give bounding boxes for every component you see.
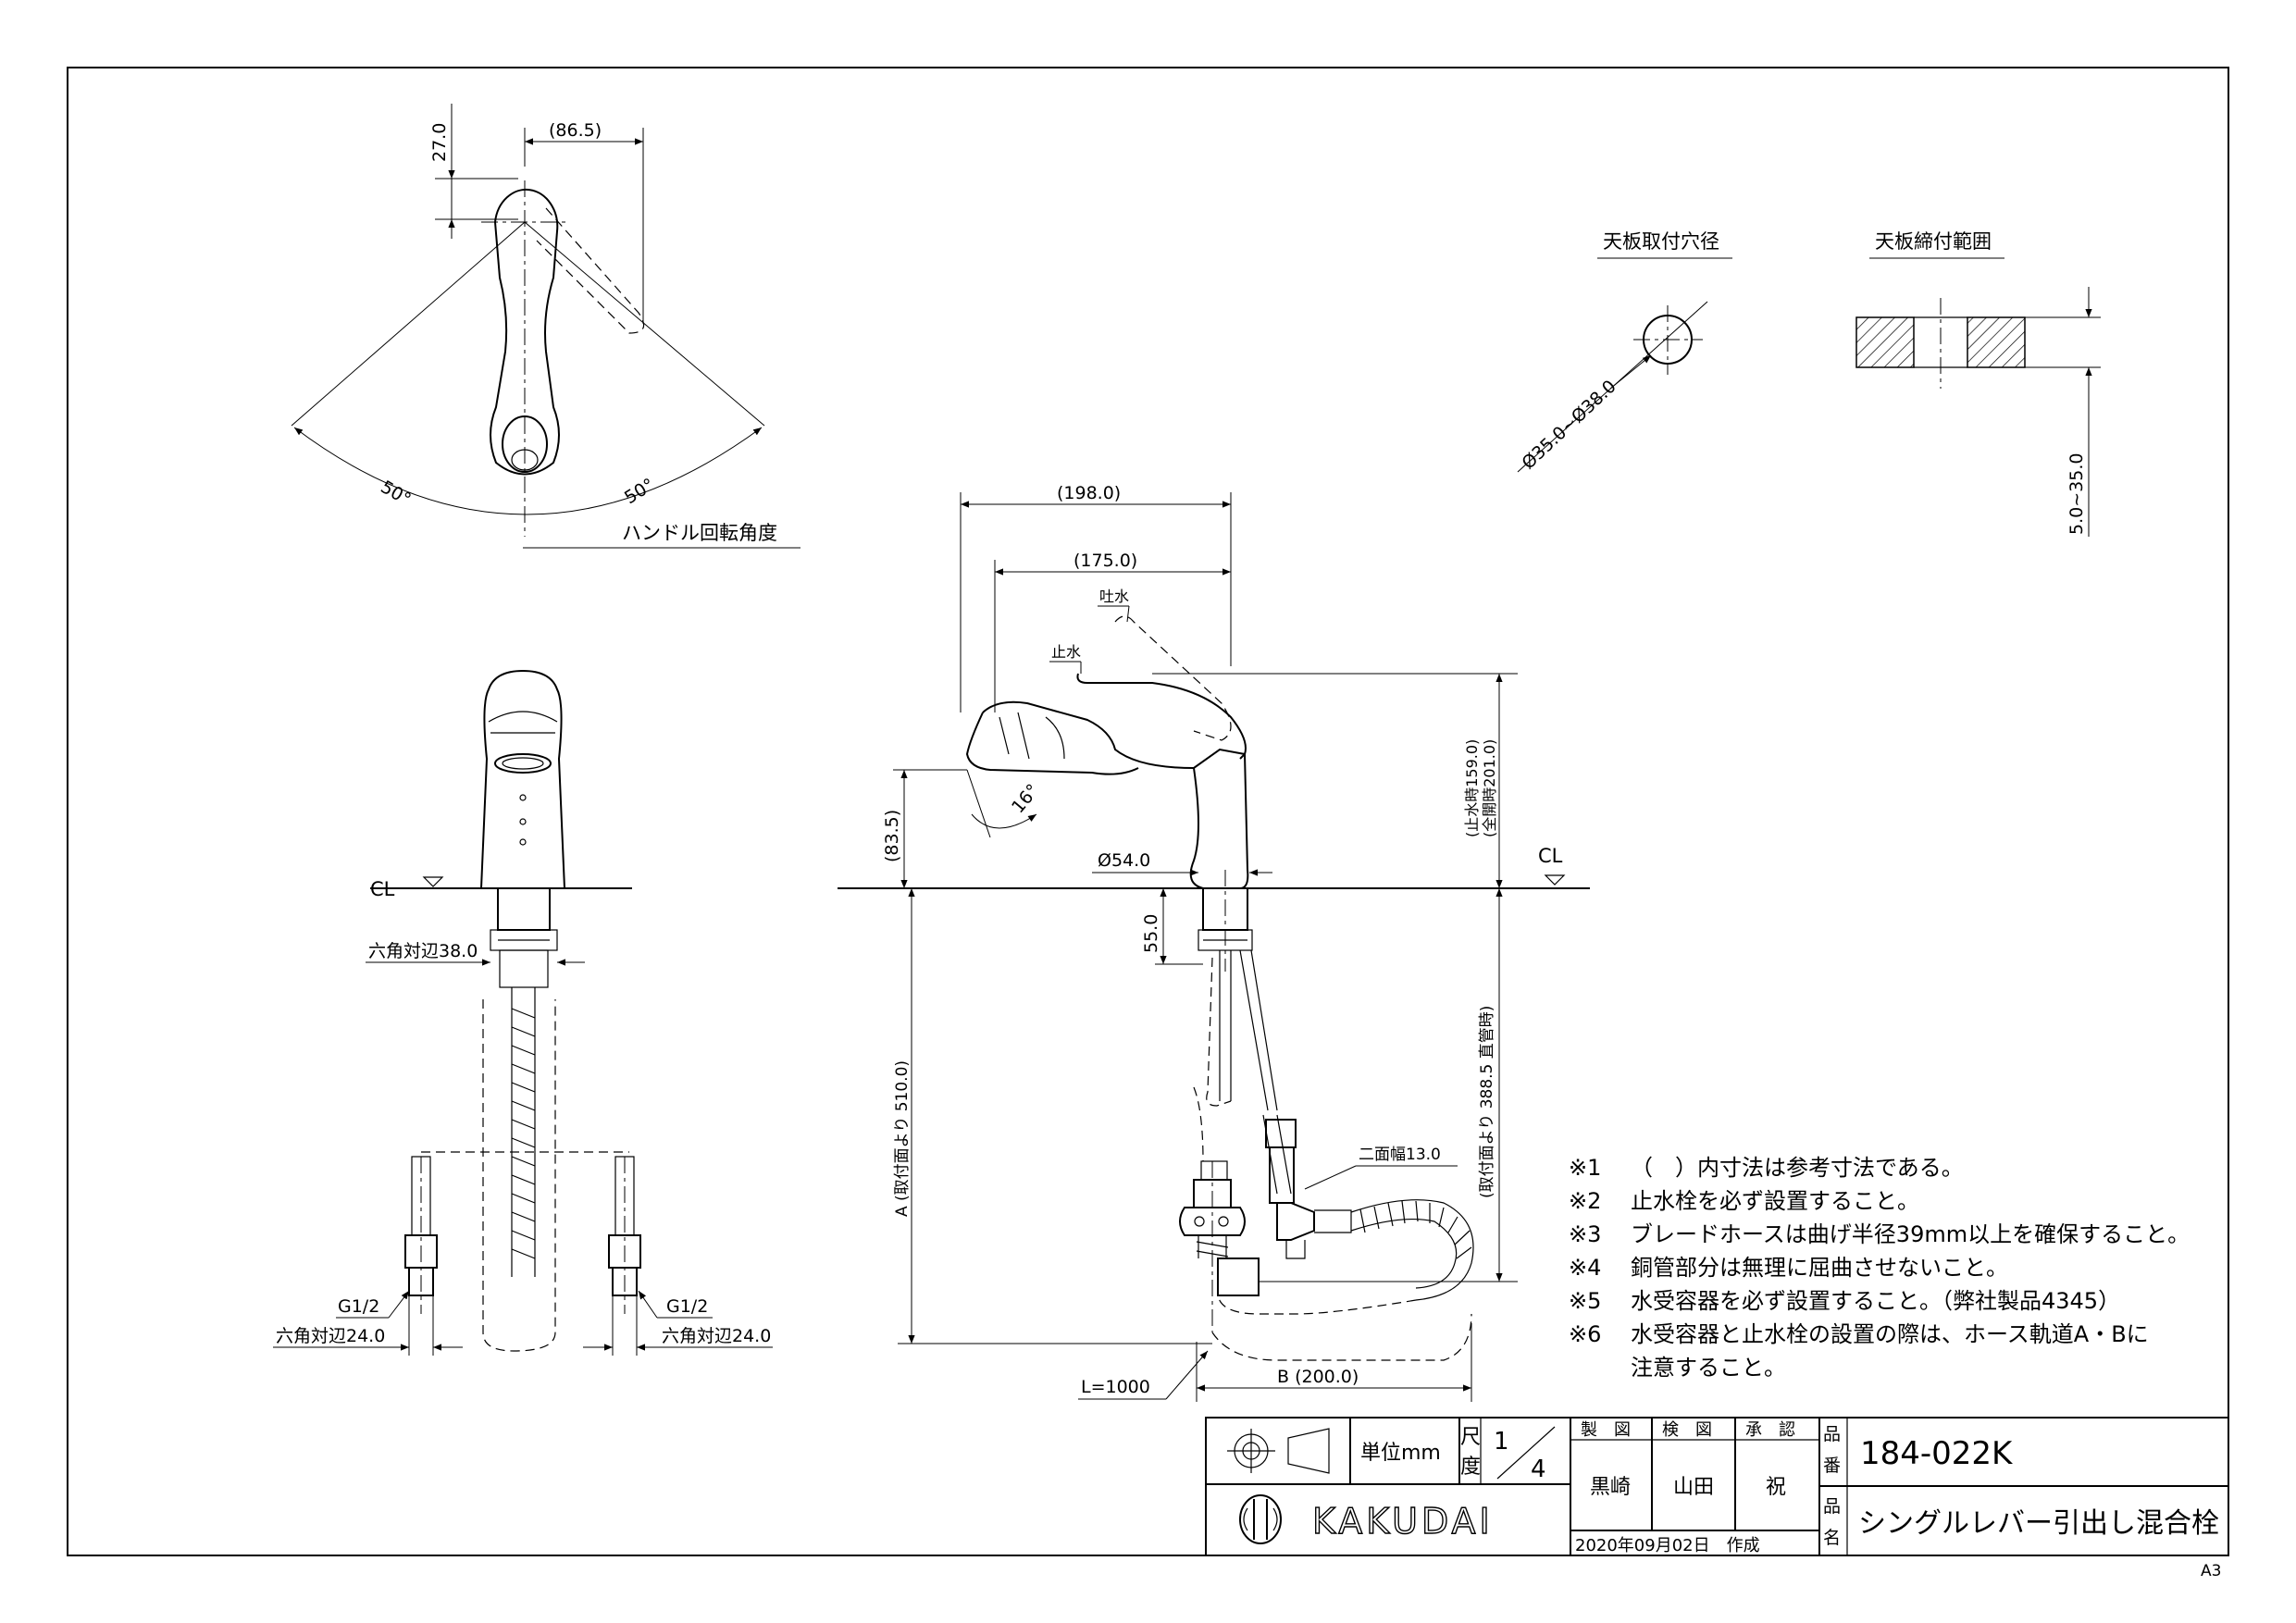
nimen-13: 二面幅13.0 bbox=[1359, 1146, 1441, 1164]
projection-symbol-icon bbox=[1227, 1428, 1330, 1474]
angle-50-right: 50° bbox=[621, 475, 658, 509]
hole-title: 天板取付穴径 bbox=[1603, 230, 1719, 253]
dim-83-5: (83.5) bbox=[882, 810, 902, 862]
title-block: 単位mm 尺 度 1 4 製 図 検 図 承 認 黒崎 山田 祝 2020年09… bbox=[1205, 1417, 2229, 1580]
label-tosui: 吐水 bbox=[1099, 588, 1129, 605]
sheet-size: A3 bbox=[2201, 1562, 2221, 1580]
note-6-text: 水受容器と止水栓の設置の際は、ホース軌道A・Bに bbox=[1631, 1321, 2149, 1347]
dim-159: (止水時159.0) bbox=[1463, 739, 1481, 837]
note-5-mark: ※5 bbox=[1569, 1288, 1601, 1314]
dim-55: 55.0 bbox=[1141, 914, 1161, 953]
note-2-text: 止水栓を必ず設置すること。 bbox=[1631, 1188, 1919, 1214]
note-1-mark: ※1 bbox=[1569, 1155, 1601, 1181]
note-6-mark: ※6 bbox=[1569, 1321, 1601, 1347]
hose-length: L=1000 bbox=[1081, 1377, 1150, 1397]
col-check: 検 図 bbox=[1662, 1420, 1712, 1440]
drawing-border bbox=[67, 67, 2229, 1556]
angle-16: 16° bbox=[1008, 780, 1044, 817]
hole-diameter-detail: 天板取付穴径 Ø35.0~Ø38.0 bbox=[1517, 230, 1732, 474]
top-view: 27.0 (86.5) 50° 50° ハンドル回転角度 bbox=[291, 104, 800, 549]
clamp-range-detail: 天板締付範囲 5.0~35.0 bbox=[1855, 230, 2101, 537]
part-no-label-1: 品 bbox=[1823, 1424, 1841, 1444]
front-cl: CL bbox=[370, 878, 395, 900]
dim-54: Ø54.0 bbox=[1098, 850, 1150, 871]
note-3-text: ブレードホースは曲げ半径39mm以上を確保すること。 bbox=[1631, 1221, 2190, 1247]
part-no-label-2: 番 bbox=[1823, 1456, 1841, 1476]
note-4-text: 銅管部分は無理に屈曲させないこと。 bbox=[1631, 1255, 2008, 1281]
dim-198: (198.0) bbox=[1057, 483, 1121, 503]
note-1-text: （ ）内寸法は参考寸法である。 bbox=[1631, 1155, 1964, 1181]
hex-24-left: 六角対辺24.0 bbox=[276, 1326, 385, 1346]
dim-86-5: (86.5) bbox=[549, 120, 602, 141]
scale-label-2: 度 bbox=[1460, 1456, 1481, 1479]
kakudai-logo bbox=[1239, 1494, 1282, 1544]
dim-201: (全開時201.0) bbox=[1481, 739, 1498, 837]
g-left: G1/2 bbox=[338, 1296, 379, 1317]
part-name-label-2: 名 bbox=[1823, 1528, 1841, 1548]
dim-b: B (200.0) bbox=[1277, 1367, 1359, 1387]
side-cl: CL bbox=[1538, 845, 1563, 867]
label-shisui: 止水 bbox=[1051, 643, 1081, 661]
part-name: シングルレバー引出し混合栓 bbox=[1858, 1507, 2219, 1540]
scale-num: 1 bbox=[1494, 1428, 1509, 1456]
rotation-caption: ハンドル回転角度 bbox=[622, 522, 777, 544]
hex-38: 六角対辺38.0 bbox=[368, 941, 478, 961]
brand-name: KAKUDAI bbox=[1312, 1501, 1494, 1542]
part-number: 184-022K bbox=[1860, 1435, 2014, 1472]
name-check: 山田 bbox=[1673, 1476, 1714, 1499]
name-make: 黒崎 bbox=[1590, 1476, 1631, 1499]
clamp-dim: 5.0~35.0 bbox=[2066, 453, 2087, 535]
name-approve: 祝 bbox=[1766, 1476, 1786, 1499]
hex-24-right: 六角対辺24.0 bbox=[662, 1326, 771, 1346]
hole-dim: Ø35.0~Ø38.0 bbox=[1518, 377, 1620, 474]
col-make: 製 図 bbox=[1581, 1420, 1631, 1440]
scale-den: 4 bbox=[1531, 1456, 1546, 1483]
dim-27: 27.0 bbox=[429, 123, 450, 162]
note-2-mark: ※2 bbox=[1569, 1188, 1601, 1214]
note-3-mark: ※3 bbox=[1569, 1221, 1601, 1247]
notes: ※1 （ ）内寸法は参考寸法である。 ※2 止水栓を必ず設置すること。 ※3 ブ… bbox=[1569, 1155, 2190, 1381]
note-5-text: 水受容器を必ず設置すること。（弊社製品4345） bbox=[1631, 1288, 2120, 1314]
col-approve: 承 認 bbox=[1745, 1420, 1795, 1440]
dim-175: (175.0) bbox=[1074, 551, 1137, 571]
note-6-cont: 注意すること。 bbox=[1631, 1355, 1786, 1381]
g-right: G1/2 bbox=[666, 1296, 708, 1317]
unit-label: 単位mm bbox=[1360, 1442, 1441, 1465]
scale-label-1: 尺 bbox=[1460, 1426, 1481, 1449]
dim-388: (取付面より 388.5 直管時) bbox=[1478, 1006, 1496, 1198]
clamp-title: 天板締付範囲 bbox=[1875, 230, 1992, 253]
note-4-mark: ※4 bbox=[1569, 1255, 1601, 1281]
dim-510: A (取付面より 510.0) bbox=[893, 1060, 912, 1217]
side-view: CL (198.0) (175.0) 吐水 止水 (83.5 bbox=[838, 483, 1590, 1402]
part-name-label-1: 品 bbox=[1823, 1496, 1841, 1517]
front-view: CL 六角対辺38.0 G1/2 bbox=[273, 669, 773, 1356]
date-created: 2020年09月02日 作成 bbox=[1575, 1536, 1760, 1555]
